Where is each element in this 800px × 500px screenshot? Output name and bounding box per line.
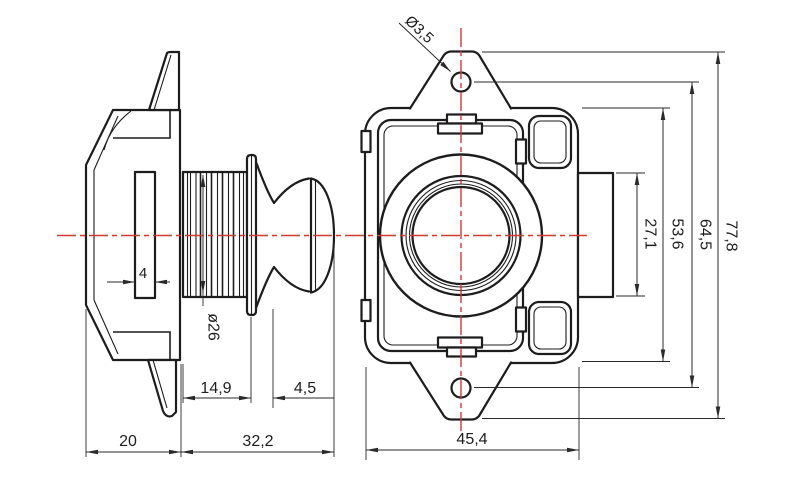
knob-dome-cap	[309, 177, 336, 294]
dimension-latch-pocket-height: 27,1	[616, 172, 659, 297]
dim-label-slot-width: 4	[139, 265, 147, 282]
dim-label-barrel-length: 14,9	[200, 380, 231, 397]
latch-arm-top-inner	[533, 120, 567, 164]
dim-label-knob-neck: 4,5	[294, 380, 316, 397]
spring-clip-bottom	[146, 358, 178, 418]
spring-clip-bottom-inner-line	[152, 359, 168, 409]
dimension-plate-width: 45,4	[365, 367, 580, 460]
latch-arm-bottom	[527, 300, 573, 356]
left-notch-bottom	[360, 298, 372, 323]
right-tick-top	[514, 138, 528, 165]
dim-label-latch-pocket-height: 27,1	[642, 218, 659, 249]
left-notch-top	[360, 129, 372, 154]
threaded-barrel	[181, 170, 249, 299]
barrel-thread-ribs	[186, 173, 245, 296]
right-tick-bottom	[514, 306, 528, 333]
clip-tab-top-large	[436, 122, 484, 135]
side-view: 4 ø26 14,9 4,5 20 32,2	[84, 50, 336, 457]
dimension-barrel-length: 14,9	[182, 309, 274, 408]
dim-label-overall-height: 77,8	[723, 220, 740, 251]
latch-arm-top	[527, 114, 573, 170]
dim-label-barrel-diameter: ø26	[205, 313, 222, 341]
clip-tab-bottom-large	[436, 336, 484, 349]
housing-step-bottom	[113, 331, 171, 360]
knob-top-profile	[254, 160, 311, 205]
dim-label-body-height: 53,6	[669, 218, 686, 249]
dimension-slot-width: 4	[107, 265, 170, 285]
dim-label-housing-depth: 20	[119, 433, 137, 450]
dim-label-plate-width: 45,4	[456, 431, 487, 448]
dimension-body-height: 53,6	[582, 107, 686, 362]
knob-bottom-profile	[254, 265, 311, 310]
dim-label-overall-depth: 32,2	[242, 433, 273, 450]
knob	[254, 160, 336, 310]
dimension-overall-depth: 32,2	[181, 433, 334, 455]
dimension-barrel-diameter: ø26	[200, 175, 222, 341]
dimension-overall-height: 77,8	[482, 51, 740, 419]
mounting-fin-top-inner-line	[153, 54, 172, 111]
latch-arm-bottom-inner	[533, 306, 567, 350]
housing-step-top	[113, 110, 171, 139]
dimension-knob-neck: 4,5	[273, 380, 334, 401]
mounting-fin-top	[147, 50, 181, 112]
dim-label-hole-spacing: 64,5	[697, 219, 714, 250]
dimension-hole-spacing: 64,5	[474, 81, 714, 388]
dimension-housing-depth: 20	[85, 242, 335, 457]
